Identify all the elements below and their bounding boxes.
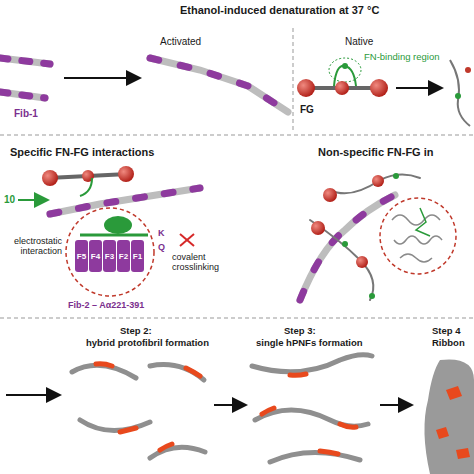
interaction-label: covalent crosslinking [172,252,236,273]
molecule-label: FG [300,104,314,116]
fragment-label: Fib-2 – Aα221-391 [68,300,144,310]
region-label: FN-binding region [364,52,440,63]
step-number: Step 3: [284,326,316,337]
separator [293,28,294,130]
step-number: Step 2: [120,326,152,337]
process-arrow [380,404,410,406]
pointer-arrow [18,199,46,201]
fn-binding-domain [104,216,132,234]
step-label: single hPNFs formation [256,338,363,349]
module-label: F4 [91,252,100,261]
panel-heading: Specific FN-FG interactions [10,146,154,159]
module-label: F3 [105,252,114,261]
fn-module-box: F4 [89,240,102,272]
process-arrow [64,77,138,79]
separator [0,318,474,319]
module-label: 10 [4,194,15,206]
step-number: Step 4 [432,326,461,337]
fibronectin-chain [0,58,288,112]
fibrinogen-model [42,166,134,196]
state-label: Activated [160,36,201,48]
molecule-label: Fib-1 [14,108,38,120]
interaction-label: electrostatic interaction [2,236,62,257]
molecular-detail [392,208,442,262]
state-label: Native [345,36,373,48]
step-label: hybrid protofibril formation [86,338,209,349]
ribbon [424,359,474,474]
fn-module-box: F5 [75,240,88,272]
fn-module-box: F2 [117,240,130,272]
panel-title: Ethanol-induced denaturation at 37 °C [180,4,379,17]
process-arrow [214,404,244,406]
denatured-fibrinogen [450,60,471,126]
hybrid-protofibrils [72,364,205,458]
separator [0,135,474,136]
fibronectin-chain [50,188,200,214]
fn-module-box: F1 [131,240,144,272]
panel-heading: Non-specific FN-FG in [318,146,434,159]
module-label: F2 [119,252,128,261]
zoom-circle [380,198,456,274]
single-hpnfs [252,355,372,462]
fibrinogen-model [297,58,388,97]
zoom-circle [66,208,154,296]
step-label: Ribbon [432,338,465,349]
fibrinogen-strand [80,234,148,237]
process-arrow [6,394,58,396]
fn-module-box: F3 [103,240,116,272]
process-arrow [396,87,440,89]
residue-label: Q [158,242,165,252]
residue-label: K [158,228,165,238]
module-label: F5 [77,252,86,261]
crosslink-cross [180,234,194,246]
module-label: F1 [133,252,142,261]
